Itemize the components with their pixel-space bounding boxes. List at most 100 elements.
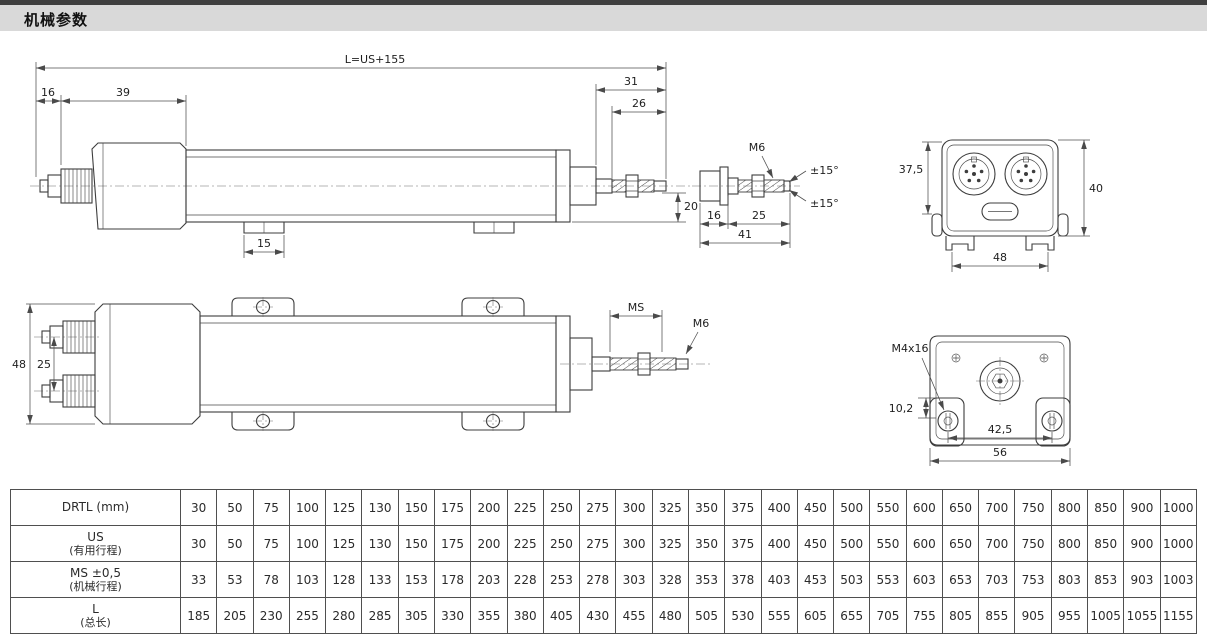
table-cell: 378 [724,561,762,598]
table-cell: 853 [1087,561,1125,598]
dim-label-15: 15 [257,237,271,250]
table-cell: 703 [978,561,1016,598]
table-cell: 75 [252,525,290,562]
table-cell: 330 [433,597,472,634]
table-cell: 1000 [1159,489,1198,526]
table-cell: 450 [796,525,835,562]
table-cell: 325 [651,525,689,562]
table-cell: 803 [1050,561,1089,598]
table-cell: 605 [796,597,835,634]
table-cell: 255 [288,597,327,634]
table-cell: 280 [325,597,363,634]
table-cell: 375 [724,525,762,562]
table-cell: 600 [905,489,943,526]
dim-label-48-top: 48 [12,358,26,371]
table-cell: 800 [1050,489,1089,526]
table-cell: 125 [325,489,363,526]
table-cell: 750 [1014,525,1052,562]
table-cell: 553 [869,561,907,598]
table-cell: 185 [179,597,218,634]
table-cell: 100 [288,489,327,526]
dim-label-39: 39 [116,86,130,99]
dim-label-16-detail: 16 [707,209,721,222]
dim-label-56: 56 [993,446,1007,459]
table-cell: 1055 [1123,597,1161,634]
table-cell: 700 [978,489,1016,526]
table-cell: 128 [325,561,363,598]
table-cell: 133 [361,561,399,598]
row-label: DRTL (mm) [10,489,181,526]
table-cell: 900 [1123,525,1161,562]
table-cell: 403 [760,561,798,598]
table-cell: 375 [724,489,762,526]
table-cell: 350 [687,525,726,562]
table-cell: 53 [216,561,254,598]
table-cell: 325 [651,489,689,526]
table-cell: 900 [1123,489,1161,526]
table-cell: 300 [615,525,653,562]
angle-label-bottom: ±15° [810,197,839,210]
table-cell: 800 [1050,525,1089,562]
front-view-drawing: 37,5 40 48 [899,139,1103,272]
table-cell: 955 [1050,597,1089,634]
row-label: MS ±0,5(机械行程) [10,561,181,598]
dim-label-20: 20 [684,200,698,213]
table-cell: 203 [470,561,508,598]
table-cell: 903 [1123,561,1161,598]
table-cell: 503 [833,561,871,598]
table-cell: 250 [542,525,581,562]
section-header: 机械参数 [0,0,1207,31]
table-cell: 430 [579,597,617,634]
table-cell: 175 [433,489,472,526]
table-cell: 100 [288,525,327,562]
table-cell: 505 [687,597,726,634]
table-cell: 805 [941,597,980,634]
table-cell: 130 [361,489,399,526]
dim-label-25-top: 25 [37,358,51,371]
dim-label-48-front: 48 [993,251,1007,264]
table-cell: 30 [179,525,218,562]
table-cell: 153 [397,561,435,598]
dim-label-16: 16 [41,86,55,99]
table-cell: 350 [687,489,726,526]
table-cell: 400 [760,489,798,526]
table-cell: 33 [179,561,218,598]
table-cell: 380 [506,597,544,634]
table-cell: 653 [941,561,980,598]
table-cell: 555 [760,597,798,634]
table-cell: 200 [470,489,508,526]
table-cell: 905 [1014,597,1052,634]
table-cell: 650 [941,489,980,526]
table-cell: 228 [506,561,544,598]
table-cell: 125 [325,525,363,562]
table-cell: 253 [542,561,581,598]
table-cell: 178 [433,561,472,598]
side-view-drawing: L=US+155 16 39 31 26 20 15 [30,53,698,258]
table-cell: 200 [470,525,508,562]
table-cell: 305 [397,597,435,634]
dim-label-41: 41 [738,228,752,241]
table-cell: 650 [941,525,980,562]
table-cell: 455 [615,597,653,634]
table-cell: 1005 [1087,597,1125,634]
table-cell: 453 [796,561,835,598]
table-cell: 600 [905,525,943,562]
table-cell: 150 [397,525,435,562]
thread-label-m6: M6 [749,141,766,154]
table-cell: 250 [542,489,581,526]
dim-label-40: 40 [1089,182,1103,195]
top-view-drawing: MS M6 48 25 [12,297,710,431]
table-cell: 103 [288,561,327,598]
table-cell: 603 [905,561,943,598]
table-cell: 78 [252,561,290,598]
table-cell: 750 [1014,489,1052,526]
table-cell: 225 [506,525,544,562]
table-cell: 550 [869,489,907,526]
table-cell: 530 [724,597,762,634]
table-cell: 400 [760,525,798,562]
table-cell: 405 [542,597,581,634]
